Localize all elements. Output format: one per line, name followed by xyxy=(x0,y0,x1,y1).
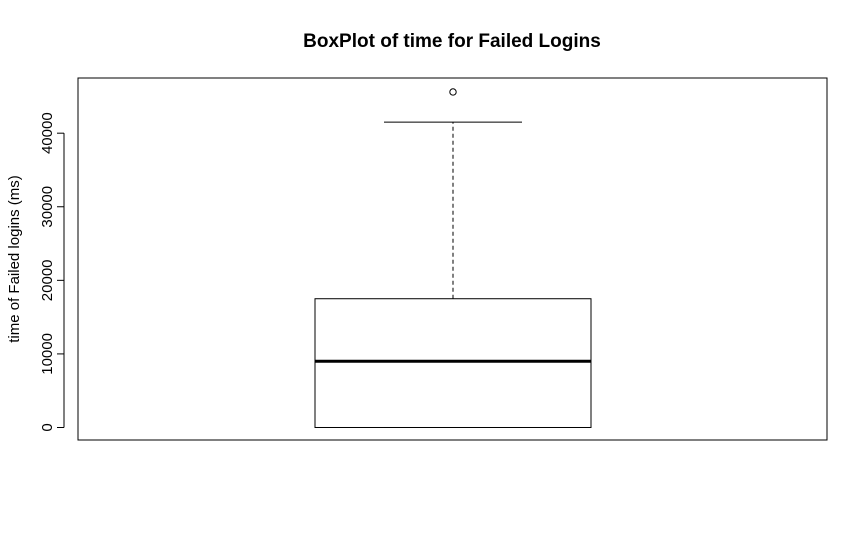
outlier-point xyxy=(449,88,457,96)
plot-frame xyxy=(77,77,828,441)
y-axis-label: time of Failed logins (ms) xyxy=(6,175,23,343)
y-tick-label: 20000 xyxy=(39,259,56,301)
iqr-box xyxy=(314,298,592,428)
y-tick-label: 40000 xyxy=(39,112,56,154)
y-axis: 0 10000 20000 30000 40000 xyxy=(39,112,65,432)
chart-title: BoxPlot of time for Failed Logins xyxy=(303,31,601,52)
y-tick-label: 30000 xyxy=(39,186,56,228)
box-group xyxy=(314,88,592,428)
y-tick-label: 10000 xyxy=(39,333,56,375)
y-tick-label: 0 xyxy=(39,423,56,431)
